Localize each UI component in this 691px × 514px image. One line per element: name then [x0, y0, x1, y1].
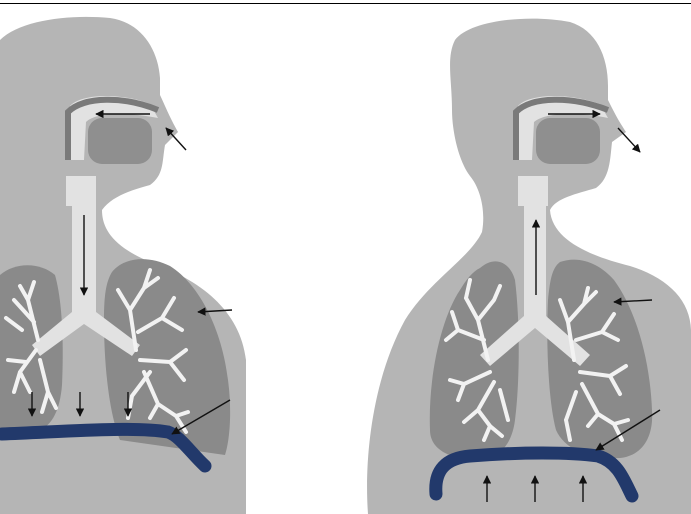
- pharynx-shadow-left: [88, 118, 152, 164]
- nose-exhale-arrow-right: [618, 128, 640, 152]
- inhalation-panel: [0, 17, 246, 514]
- exhalation-panel: [367, 19, 691, 514]
- pharynx-shadow-right: [536, 118, 600, 164]
